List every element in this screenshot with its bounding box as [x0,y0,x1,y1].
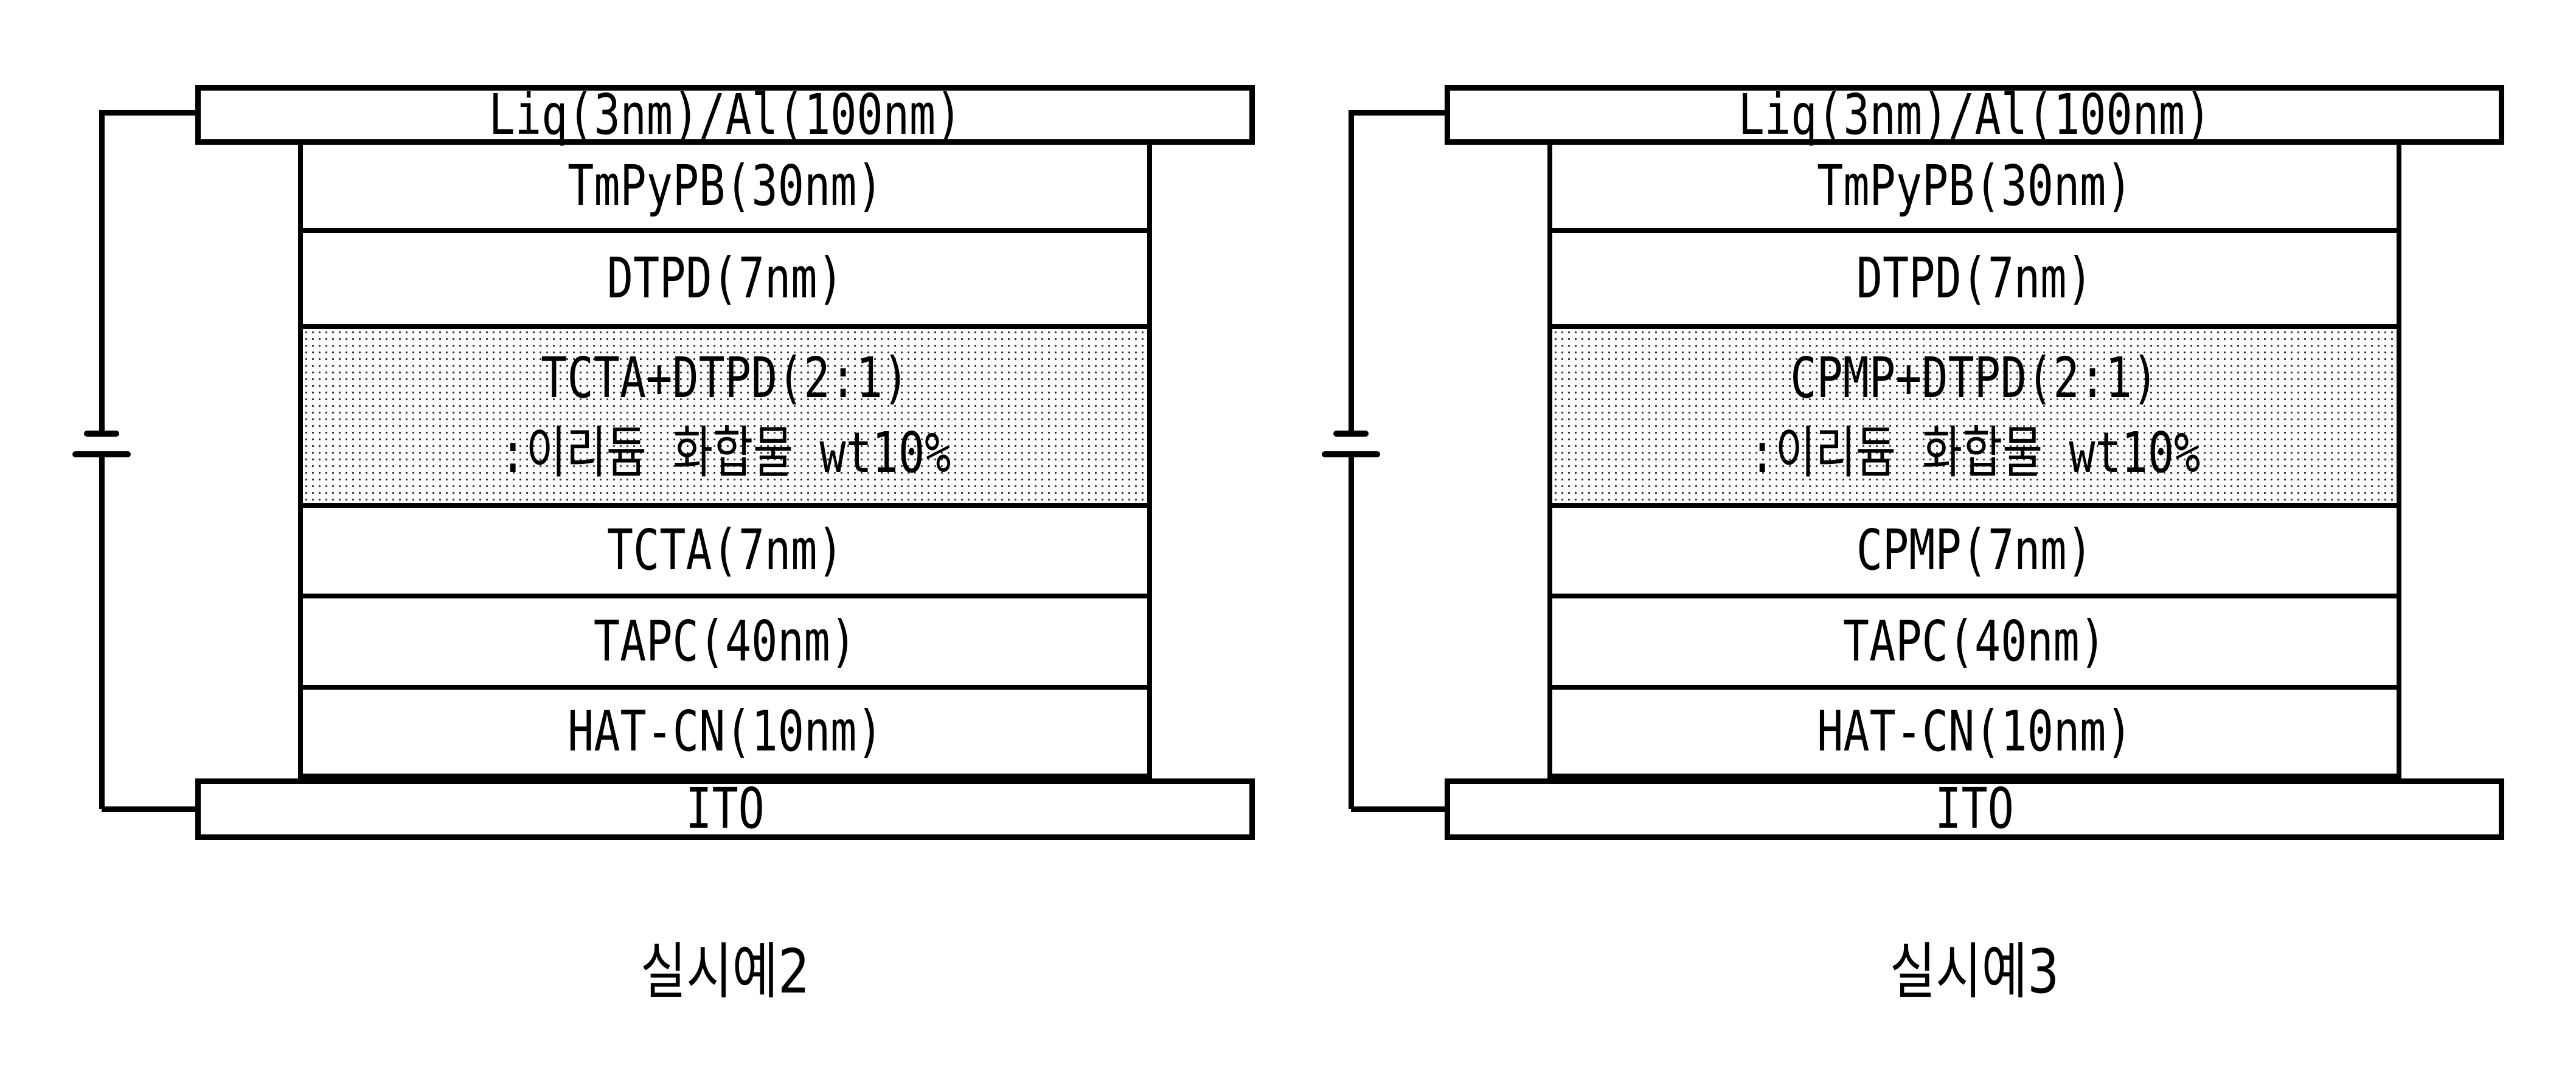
layer-cathode-label: Liq(3nm)/Al(100nm) [1738,81,2211,147]
layer-tapc: TAPC(40nm) [298,594,1152,690]
layer-tcta: TCTA(7nm) [298,503,1152,598]
device-caption-example3: 실시예3 [1889,936,2060,1007]
device-diagram-example2: Liq(3nm)/Al(100nm) TmPyPB(30nm) DTPD(7nm… [72,0,1255,1088]
layer-tapc: TAPC(40nm) [1547,594,2401,690]
layer-stack: TmPyPB(30nm) DTPD(7nm) TCTA+DTPD(2:1) :이… [298,139,1152,778]
layer-hatcn: HAT-CN(10nm) [1547,685,2401,778]
layer-stack: TmPyPB(30nm) DTPD(7nm) CPMP+DTPD(2:1) :이… [1547,139,2401,778]
wire-lower-segment [99,457,105,809]
battery-negative-terminal [1333,431,1369,437]
layer-emission-cpmp-dtpd: CPMP+DTPD(2:1) :이리듐 화합물 wt10% [1547,324,2401,508]
battery-negative-terminal [84,431,119,437]
layer-tcta-label: TCTA(7nm) [606,518,844,583]
layer-emission-label-line2: :이리듐 화합물 wt10% [1749,420,2200,485]
wire-lower-segment [1349,457,1354,809]
layer-emission-label-line1: CPMP+DTPD(2:1) [1790,345,2159,411]
layer-hatcn-label: HAT-CN(10nm) [567,698,883,764]
wire-upper-segment [1349,110,1354,434]
layer-cpmp: CPMP(7nm) [1547,503,2401,598]
layer-dtpd-label: DTPD(7nm) [1856,245,2093,311]
layer-dtpd-label: DTPD(7nm) [606,245,844,311]
device-diagram-example3: Liq(3nm)/Al(100nm) TmPyPB(30nm) DTPD(7nm… [1322,0,2504,1088]
wire-cathode-segment [102,110,199,116]
layer-anode-label: ITO [686,776,765,842]
layer-anode-ito: ITO [1445,778,2504,840]
layer-tmpypb-label: TmPyPB(30nm) [1816,153,2133,218]
layer-emission-label-line2: :이리듐 화합물 wt10% [499,420,951,485]
layer-hatcn-label: HAT-CN(10nm) [1816,698,2133,764]
layer-cathode-label: Liq(3nm)/Al(100nm) [488,81,962,147]
device-caption-example2: 실시예2 [640,936,810,1007]
layer-emission-label-line1: TCTA+DTPD(2:1) [541,345,909,411]
layer-tmpypb: TmPyPB(30nm) [1547,139,2401,233]
wire-cathode-segment [1351,110,1448,116]
wire-anode-segment [102,806,199,812]
layer-dtpd: DTPD(7nm) [1547,228,2401,329]
layer-tapc-label: TAPC(40nm) [1842,608,2106,674]
wire-upper-segment [99,110,105,434]
layer-dtpd: DTPD(7nm) [298,228,1152,329]
layer-cathode: Liq(3nm)/Al(100nm) [1445,85,2504,145]
layer-tapc-label: TAPC(40nm) [593,608,857,674]
battery-positive-terminal [1322,451,1380,457]
battery-positive-terminal [72,451,131,457]
layer-cpmp-label: CPMP(7nm) [1856,518,2093,583]
layer-emission-tcta-dtpd: TCTA+DTPD(2:1) :이리듐 화합물 wt10% [298,324,1152,508]
layer-cathode: Liq(3nm)/Al(100nm) [195,85,1255,145]
layer-tmpypb: TmPyPB(30nm) [298,139,1152,233]
layer-anode-ito: ITO [195,778,1255,840]
wire-anode-segment [1351,806,1448,812]
layer-anode-label: ITO [1935,776,2014,842]
layer-hatcn: HAT-CN(10nm) [298,685,1152,778]
layer-tmpypb-label: TmPyPB(30nm) [567,153,883,218]
